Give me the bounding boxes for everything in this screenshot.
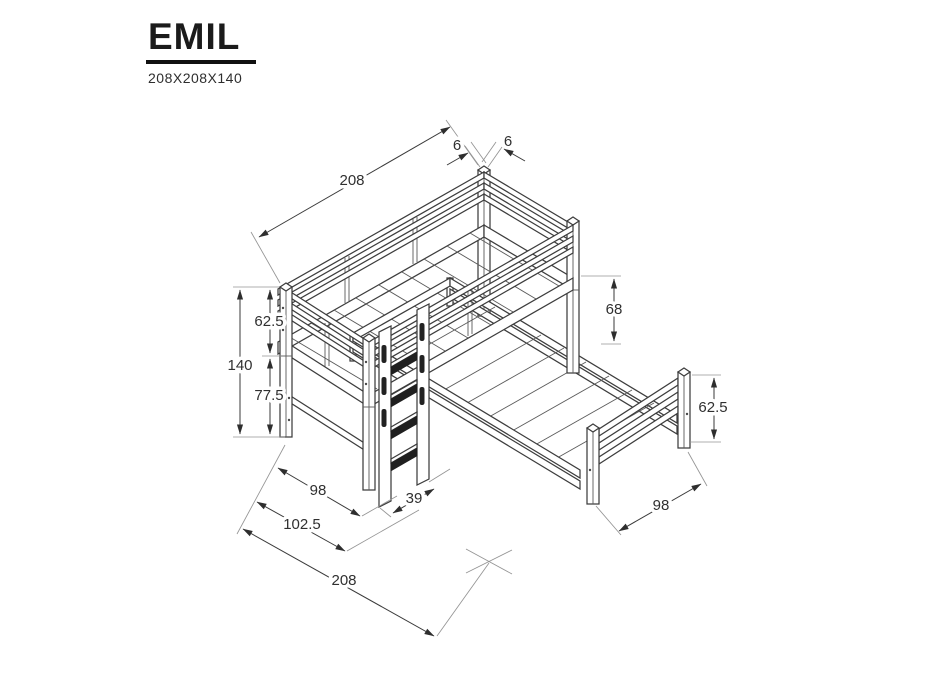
ladder-step bbox=[390, 346, 418, 376]
ladder bbox=[378, 302, 430, 509]
lower-bed-headboard bbox=[585, 367, 692, 505]
extension-lines bbox=[233, 119, 721, 637]
guardrail-front bbox=[368, 223, 574, 409]
corner-cross-mark bbox=[465, 548, 513, 575]
guardrail-near-end bbox=[285, 287, 370, 455]
headboard-post-rear bbox=[676, 367, 692, 449]
headboard-post-front bbox=[585, 423, 601, 505]
dim-label-ladder-width: 39 bbox=[406, 490, 423, 507]
dim-label-depth-total: 208 bbox=[331, 572, 356, 589]
dim-clearance: 68 bbox=[602, 278, 626, 342]
dim-ladder-width: 39 bbox=[392, 486, 435, 514]
page-title: EMIL bbox=[148, 16, 241, 57]
dim-label-height-total: 140 bbox=[227, 357, 252, 374]
dim-height-total: 140 bbox=[224, 289, 256, 435]
dim-label-lower-bed-height: 62.5 bbox=[698, 399, 727, 416]
dim-label-width-left: 98 bbox=[310, 482, 327, 499]
dim-length-top: 208 bbox=[258, 126, 451, 238]
loft-post-mid bbox=[361, 333, 377, 491]
dim-label-clearance: 68 bbox=[606, 301, 623, 318]
dim-lower-bed-height: 62.5 bbox=[695, 377, 731, 440]
dim-height-lower: 77.5 bbox=[251, 358, 287, 435]
dim-lower-bed-width: 98 bbox=[618, 483, 702, 532]
dim-height-upper: 62.5 bbox=[251, 289, 287, 354]
dim-label-post-width: 6 bbox=[453, 137, 461, 154]
ladder-step bbox=[390, 378, 418, 408]
dim-label-height-lower: 77.5 bbox=[254, 387, 283, 404]
dim-label-length-top: 208 bbox=[339, 172, 364, 189]
title-underline bbox=[146, 60, 256, 64]
ladder-step bbox=[390, 442, 418, 472]
dim-depth-total: 208 bbox=[242, 528, 435, 637]
dim-post-depth: 6 bbox=[500, 129, 526, 162]
lower-bed bbox=[349, 276, 678, 491]
loft-post-left bbox=[278, 282, 294, 438]
dim-width-left: 98 bbox=[277, 467, 361, 517]
dim-label-width-left-outer: 102.5 bbox=[283, 516, 321, 533]
dim-label-lower-bed-width: 98 bbox=[653, 497, 670, 514]
dim-post-width: 6 bbox=[446, 133, 469, 166]
dim-label-post-depth: 6 bbox=[504, 133, 512, 150]
ladder-step bbox=[390, 410, 418, 440]
dim-label-height-upper: 62.5 bbox=[254, 313, 283, 330]
product-dimensions-subtitle: 208X208X140 bbox=[148, 70, 243, 86]
dimension-lines: 208 6 6 140 62.5 77.5 bbox=[224, 126, 731, 637]
dim-width-left-outer: 102.5 bbox=[256, 501, 346, 552]
